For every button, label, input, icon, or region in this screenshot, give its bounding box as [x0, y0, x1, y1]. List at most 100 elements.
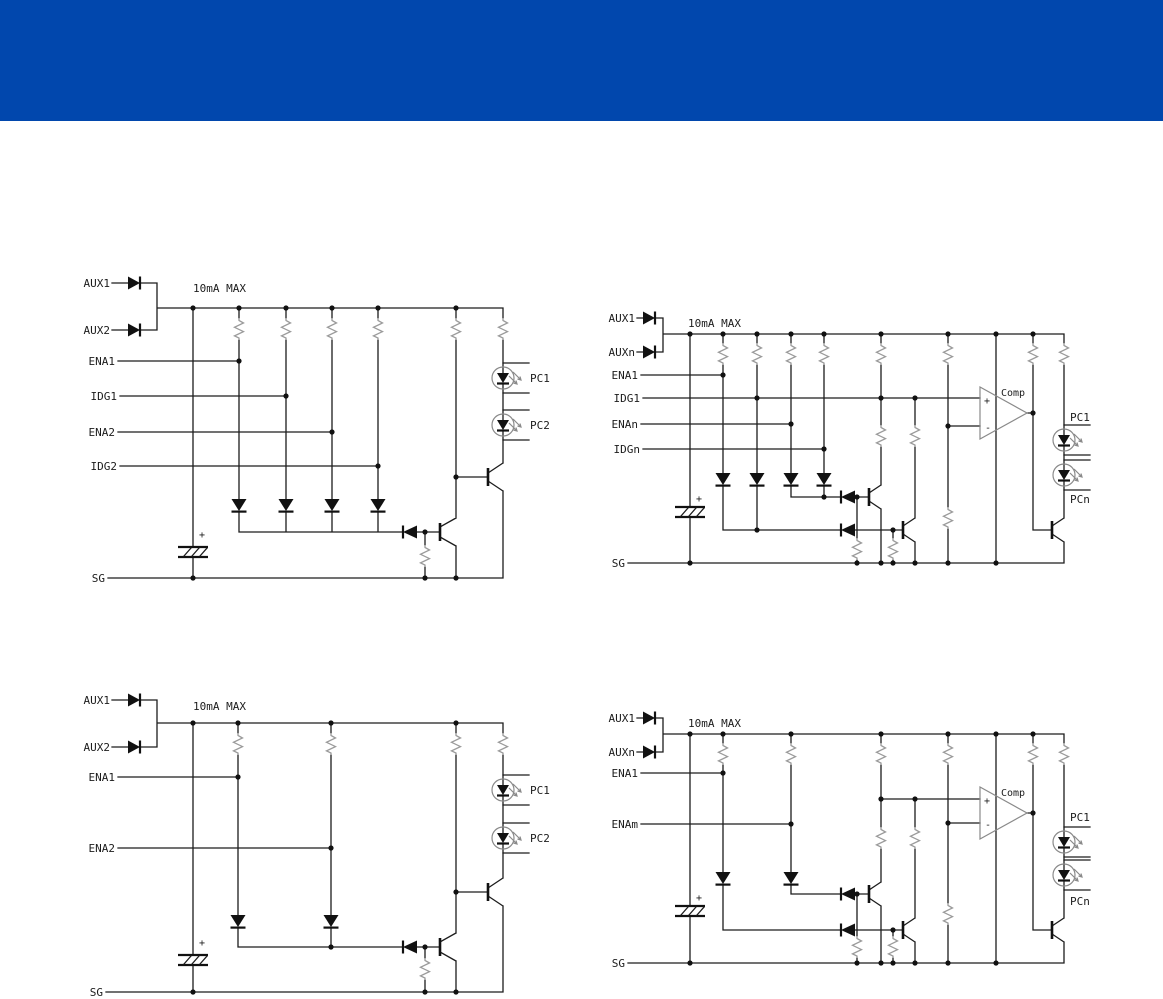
junction-dots [190, 305, 459, 581]
input-label-idg1: IDG1 [614, 392, 641, 405]
photocoupler-label-pc1: PC1 [1070, 811, 1090, 824]
capacitor-icon [673, 505, 707, 519]
diode-icon [782, 870, 800, 886]
resistor-icon [942, 742, 954, 766]
diode-icon [229, 913, 247, 929]
resistor-icon [450, 732, 462, 756]
input-label-ena2: ENA2 [89, 842, 116, 855]
comparator-plus-input: + [984, 396, 990, 407]
diode-icon [815, 471, 833, 487]
transistor-bars [438, 883, 490, 956]
resistor-icon [942, 506, 954, 530]
input-label-idg2: IDG2 [91, 460, 118, 473]
transistor-bars [867, 885, 1054, 939]
photocoupler-led-icon [1051, 423, 1092, 457]
capacitor-plus-label: + [696, 494, 702, 505]
resistor-icon [497, 317, 509, 341]
input-label-aux2: AUX2 [84, 324, 111, 337]
resistor-icon [818, 342, 830, 366]
capacitor-icon [176, 545, 210, 559]
diode-icon [839, 489, 857, 505]
signal-ground-label: SG [612, 957, 625, 970]
comparator [979, 385, 1029, 441]
photocoupler-led-icon [490, 361, 531, 395]
resistor-icon [909, 826, 921, 850]
signal-ground-label: SG [90, 986, 103, 999]
current-annotation: 10mA MAX [193, 282, 246, 295]
circuit-diagram-top-left: AUX1 AUX2 ENA1 IDG1 ENA2 IDG2 SG 10mA MA… [84, 275, 550, 585]
diode-icon [126, 739, 142, 755]
capacitor-icon [673, 904, 707, 918]
capacitor-plus-label: + [199, 938, 205, 949]
current-annotation: 10mA MAX [688, 317, 741, 330]
comparator-label: Comp [1001, 788, 1025, 799]
resistor-icon [280, 317, 292, 341]
resistor-icon [497, 732, 509, 756]
signal-ground-label: SG [612, 557, 625, 570]
comparator-label: Comp [1001, 388, 1025, 399]
resistor-icon [942, 342, 954, 366]
resistor-icon [1058, 342, 1070, 366]
input-label-aux1: AUX1 [84, 277, 111, 290]
diode-icon [401, 939, 419, 955]
resistor-icon [875, 742, 887, 766]
input-label-enam: ENAm [612, 818, 639, 831]
diode-icon [839, 886, 857, 902]
input-label-ena1: ENA1 [612, 767, 639, 780]
input-label-enan: ENAn [612, 418, 639, 431]
wires [627, 717, 1065, 964]
photocoupler-label-pc2: PC2 [530, 832, 550, 845]
diode-icon [369, 497, 387, 513]
capacitor-plus-label: + [696, 893, 702, 904]
diode-icon [641, 344, 657, 360]
photocoupler-led-icon [490, 773, 531, 807]
resistor-icon [887, 935, 899, 959]
photocoupler-label-pc1: PC1 [530, 784, 550, 797]
resistor-icon [875, 424, 887, 448]
input-label-ena1: ENA1 [612, 369, 639, 382]
wires [627, 317, 1065, 564]
photocoupler-label-pc2: PC2 [530, 419, 550, 432]
input-label-auxn: AUXn [609, 346, 636, 359]
resistor-icon [851, 537, 863, 561]
resistor-icon [233, 317, 245, 341]
transistor-bars [438, 468, 490, 541]
capacitor-icon [176, 953, 210, 967]
diode-icon [714, 471, 732, 487]
diode-icon [839, 522, 857, 538]
comparator-plus-input: + [984, 796, 990, 807]
resistor-icon [1058, 742, 1070, 766]
resistor-icon [785, 342, 797, 366]
resistor-icon [887, 537, 899, 561]
diode-icon [277, 497, 295, 513]
input-label-aux1: AUX1 [609, 712, 636, 725]
photocoupler-label-pcn: PCn [1070, 493, 1090, 506]
circuit-diagram-bottom-right: AUX1 AUXn ENA1 ENAm SG 10mA MAX + Comp +… [609, 710, 1092, 970]
wires [105, 699, 504, 993]
resistor-icon [717, 342, 729, 366]
input-label-aux1: AUX1 [609, 312, 636, 325]
diode-icon [126, 692, 142, 708]
diode-icon [839, 922, 857, 938]
circuit-diagram-top-right: AUX1 AUXn ENA1 IDG1 ENAn IDGn SG 10mA MA… [609, 310, 1092, 570]
resistor-icon [785, 742, 797, 766]
diode-icon [782, 471, 800, 487]
transistor-bars [867, 488, 1054, 539]
resistor-icon [942, 902, 954, 926]
input-label-aux2: AUX2 [84, 741, 111, 754]
resistor-icon [717, 742, 729, 766]
photocoupler-led-icon [1051, 458, 1092, 492]
circuit-diagram-bottom-left: AUX1 AUX2 ENA1 ENA2 SG 10mA MAX + PC1 PC… [84, 692, 550, 999]
wires [107, 282, 504, 579]
diode-icon [126, 322, 142, 338]
comparator [979, 785, 1029, 841]
resistor-icon [372, 317, 384, 341]
diode-icon [748, 471, 766, 487]
photocoupler-label-pcn: PCn [1070, 895, 1090, 908]
photocoupler-label-pc1: PC1 [530, 372, 550, 385]
resistor-icon [875, 342, 887, 366]
diode-icon [641, 710, 657, 726]
comparator-minus-input: - [985, 423, 991, 434]
input-label-ena1: ENA1 [89, 355, 116, 368]
